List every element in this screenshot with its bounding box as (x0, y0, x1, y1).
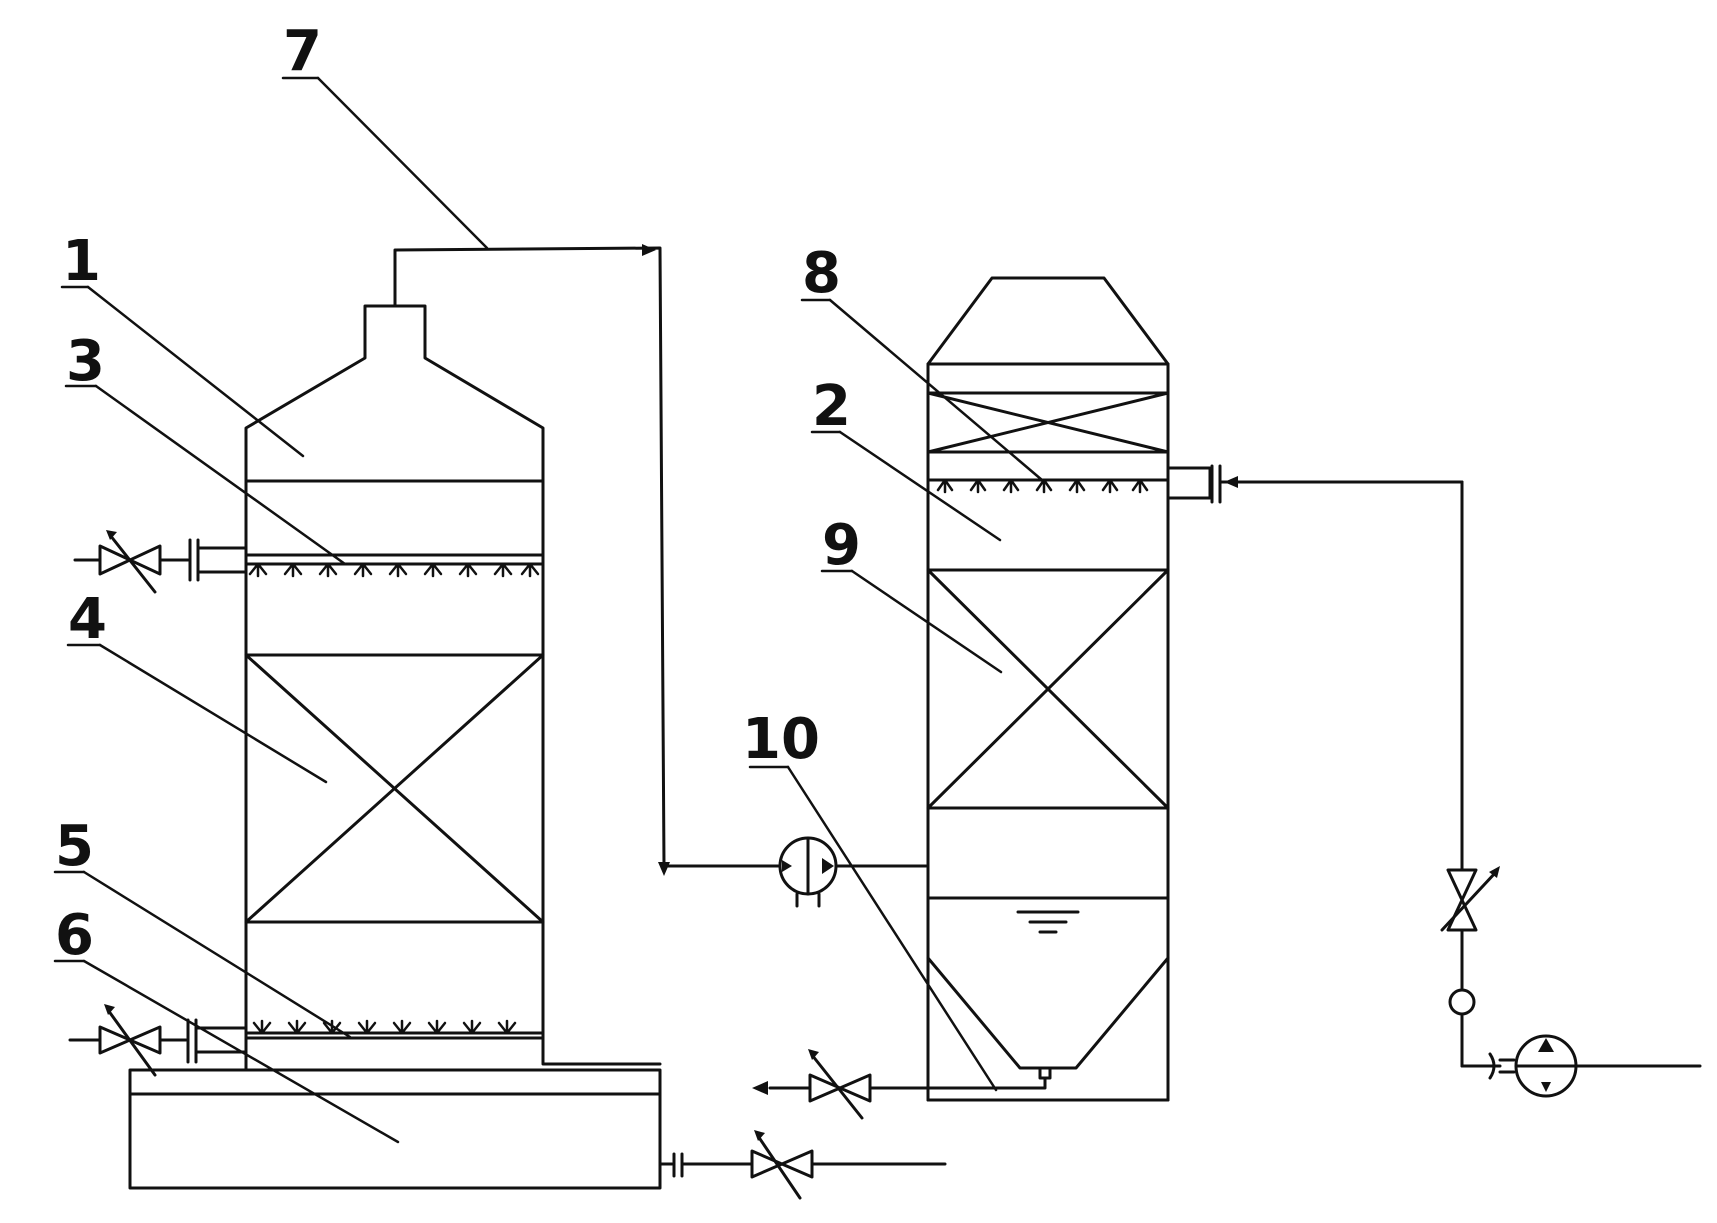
right-line-valve (1440, 866, 1500, 1068)
tower-2-sump (926, 956, 1170, 1080)
label-3: 3 (66, 329, 105, 394)
spray-header-5 (244, 1019, 545, 1035)
demister-8 (926, 391, 1170, 454)
packing-bed-4 (244, 653, 545, 924)
packing-bed-9 (926, 568, 1170, 810)
base-tank-6 (128, 1068, 662, 1190)
upper-inlet-valve (73, 530, 248, 594)
label-1: 1 (62, 229, 101, 294)
label-9: 9 (822, 513, 861, 578)
label-8: 8 (802, 241, 841, 306)
label-2: 2 (812, 374, 851, 439)
gas-pipe-7 (393, 244, 782, 876)
callout-leaders (53, 76, 1044, 1144)
spray-header-3 (244, 562, 545, 578)
label-6: 6 (55, 903, 94, 968)
spray-header-tower-2 (926, 478, 1170, 494)
label-4: 4 (68, 587, 107, 652)
liquid-level-symbol (1016, 910, 1080, 934)
label-5: 5 (55, 814, 94, 879)
tank-drain-valve (658, 1130, 947, 1200)
label-10: 10 (742, 707, 820, 772)
tower-2 (926, 276, 1170, 1102)
label-7: 7 (283, 19, 322, 84)
tower-2-drain-valve (752, 1049, 1047, 1120)
tower-1 (244, 304, 662, 1072)
fan-10 (778, 836, 928, 908)
tower-2-liquid-inlet (1166, 464, 1464, 872)
pump (1460, 1034, 1702, 1098)
callout-labels: 1 3 4 5 6 7 8 2 9 10 (55, 19, 861, 968)
